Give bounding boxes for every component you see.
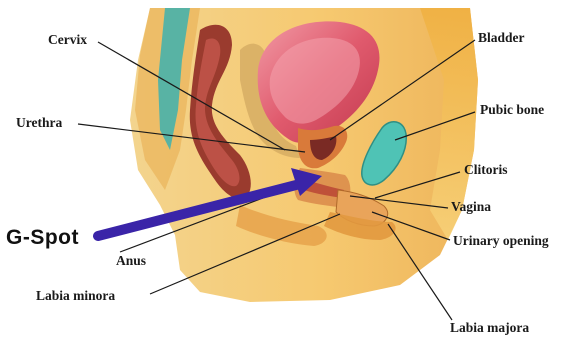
label-labia-minora: Labia minora bbox=[36, 288, 115, 303]
label-bladder: Bladder bbox=[478, 30, 525, 45]
label-labia-majora: Labia majora bbox=[450, 320, 529, 335]
label-cervix: Cervix bbox=[48, 32, 87, 47]
label-clitoris: Clitoris bbox=[464, 162, 508, 177]
label-vagina: Vagina bbox=[451, 199, 491, 214]
label-urethra: Urethra bbox=[16, 115, 62, 130]
label-anus: Anus bbox=[116, 253, 146, 268]
label-g-spot: G-Spot bbox=[6, 226, 79, 249]
label-urinary-opening: Urinary opening bbox=[453, 233, 549, 248]
label-pubic-bone: Pubic bone bbox=[480, 102, 544, 117]
